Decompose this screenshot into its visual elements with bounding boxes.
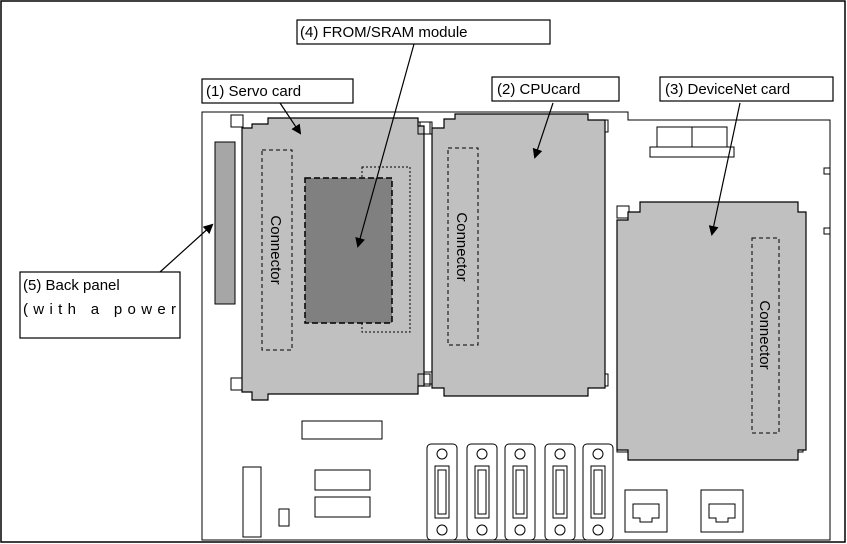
servo-connector-outline xyxy=(261,149,293,351)
main-board-outline xyxy=(201,111,831,541)
arrow-servo-card xyxy=(279,102,302,135)
cpu-card-label: (2) CPUcard xyxy=(497,81,580,98)
devicenet-connector-outline xyxy=(751,237,780,434)
board-chip-2 xyxy=(314,469,371,491)
devicenet-card: Connector xyxy=(616,201,807,461)
servo-card-label-box xyxy=(201,78,354,104)
module-dotted-outline xyxy=(361,166,411,333)
back-panel xyxy=(214,141,236,305)
board-notch xyxy=(823,227,830,235)
dsub-connector xyxy=(582,443,614,541)
devicenet-card-label: (3) DeviceNet card xyxy=(665,81,790,98)
board-chip-3 xyxy=(314,496,371,518)
cpu-connector-outline xyxy=(447,147,479,346)
dsub-connector xyxy=(544,443,576,541)
board-notch xyxy=(823,167,830,175)
board-chip-5 xyxy=(278,508,290,527)
arrow-back-panel xyxy=(159,223,214,273)
from-sram-label-box xyxy=(296,19,551,45)
back-panel-label-line1: (5) Back panel xyxy=(23,277,120,294)
servo-card-label: (1) Servo card xyxy=(206,83,301,100)
board-chip-4 xyxy=(242,466,262,538)
board-chip-1 xyxy=(301,420,383,440)
dsub-connector xyxy=(466,443,498,541)
dsub-connector xyxy=(426,443,458,541)
rj45-port xyxy=(624,489,668,533)
from-sram-module xyxy=(304,177,393,324)
arrow-cpu-card xyxy=(532,102,554,159)
cpu-card: Connector xyxy=(417,113,609,397)
dsub-connector xyxy=(504,443,536,541)
arrow-from-sram-module xyxy=(355,43,415,248)
back-panel-label-box xyxy=(19,271,181,339)
devicenet-card-label-box xyxy=(659,76,834,102)
cpu-card-label-box xyxy=(491,76,620,102)
from-sram-label: (4) FROM/SRAM module xyxy=(300,24,468,41)
top-right-connector xyxy=(649,126,735,158)
servo-connector-label: Connector xyxy=(267,215,284,284)
devicenet-connector-label: Connector xyxy=(756,300,773,369)
servo-card: Connector xyxy=(230,114,433,401)
rj45-port xyxy=(700,489,744,533)
arrow-devicenet-card xyxy=(708,102,741,236)
cpu-connector-label: Connector xyxy=(453,212,470,281)
